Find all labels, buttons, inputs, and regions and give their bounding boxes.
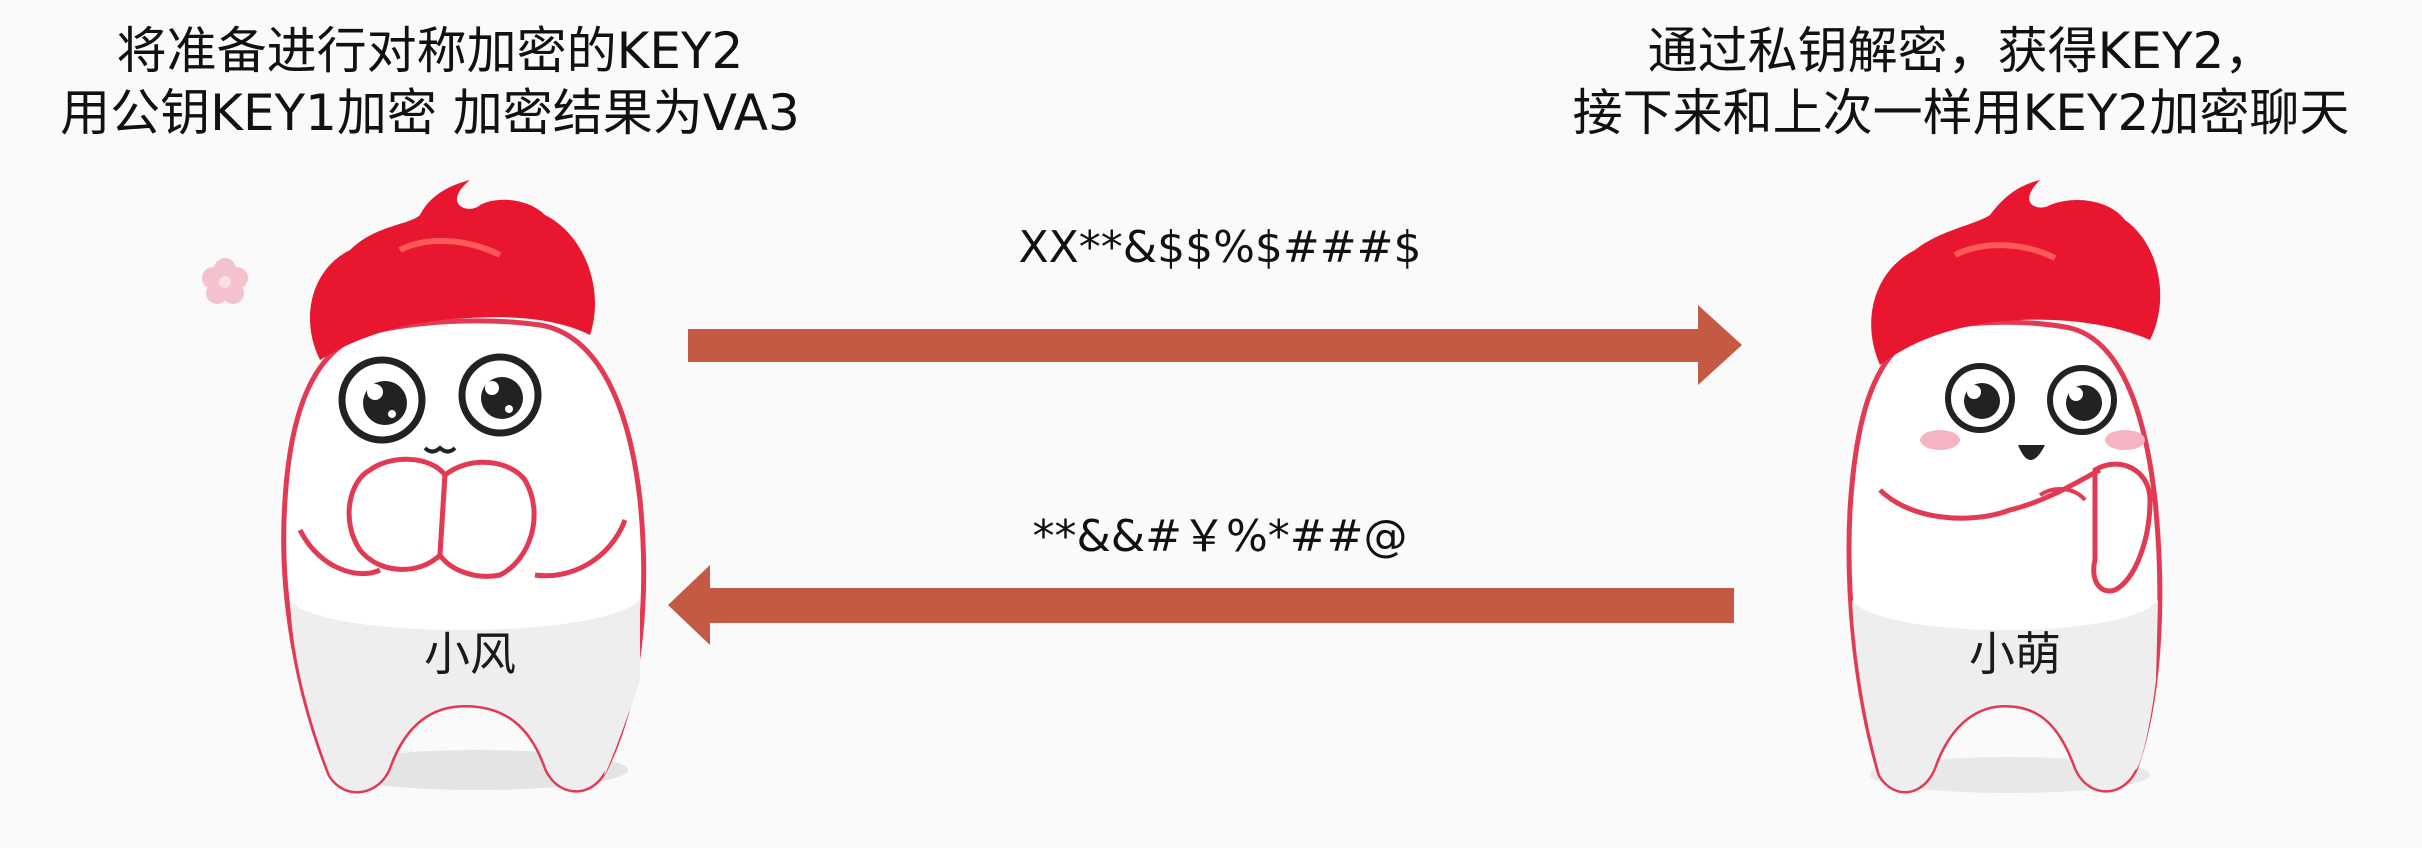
flower-icon [202, 258, 248, 304]
character-name-left: 小风 [424, 627, 516, 681]
left-caption-line-2: 用公钥KEY1加密 加密结果为VA3 [60, 84, 800, 142]
right-caption-line-2: 接下来和上次一样用KEY2加密聊天 [1572, 84, 2350, 142]
arrow-to-right [688, 305, 1742, 385]
arrow-to-left [668, 565, 1734, 645]
right-caption: 通过私钥解密，获得KEY2， 接下来和上次一样用KEY2加密聊天 [1500, 20, 2422, 144]
character-xiaofeng [281, 180, 647, 794]
encrypted-message-bottom: **&&#￥%*##@ [1032, 511, 1408, 562]
left-caption: 将准备进行对称加密的KEY2 用公钥KEY1加密 加密结果为VA3 [0, 20, 860, 144]
character-xiaomeng [1846, 180, 2163, 794]
encrypted-message-top: XX**&$$%$###$ [1018, 222, 1422, 273]
left-caption-line-1: 将准备进行对称加密的KEY2 [116, 22, 744, 80]
right-caption-line-1: 通过私钥解密，获得KEY2， [1647, 22, 2275, 80]
character-name-right: 小萌 [1969, 627, 2061, 681]
